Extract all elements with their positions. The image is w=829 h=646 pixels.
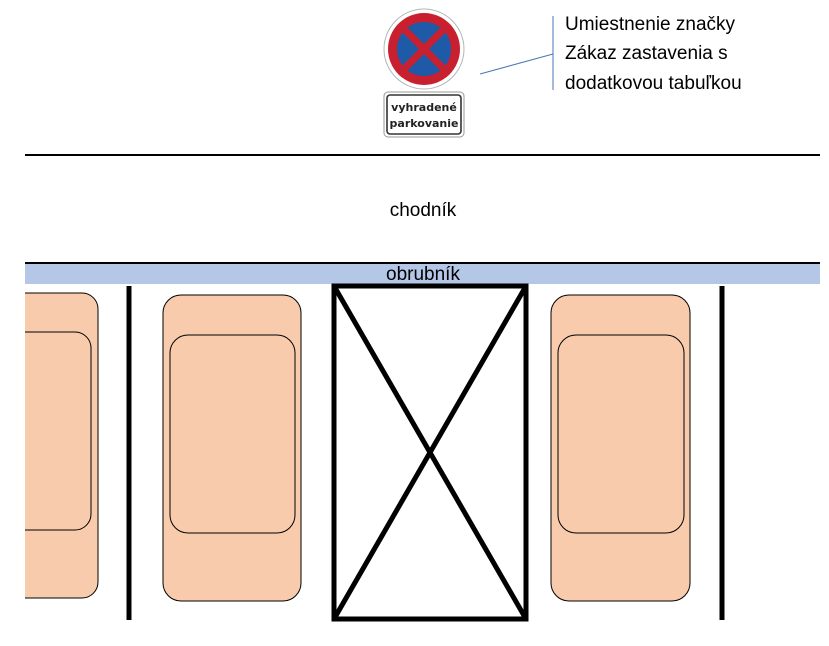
plate-line-2: parkovanie (390, 117, 459, 130)
sign-cross-bar (398, 23, 450, 75)
parked-car (162, 294, 302, 602)
callout-leader-line (479, 53, 554, 75)
no-stopping-sign-icon (383, 8, 465, 90)
sidewalk-label: chodník (390, 200, 457, 221)
x-cross-icon (331, 283, 529, 622)
curb-strip (25, 263, 820, 284)
callout-line-2: Zákaz zastavenia s (565, 43, 728, 64)
supplementary-plate: vyhradené parkovanie (383, 91, 465, 138)
parked-car (550, 294, 691, 602)
reserved-spot-diagonal (331, 284, 529, 621)
car-roof (557, 334, 685, 534)
callout: Umiestnenie značky Zákaz zastavenia s do… (479, 14, 742, 94)
plate-line-1: vyhradené (391, 101, 457, 114)
callout-line-1: Umiestnenie značky (565, 14, 736, 35)
car-roof (25, 331, 92, 531)
car-roof (169, 334, 296, 534)
parked-car (25, 292, 99, 599)
callout-line-3: dodatkovou tabuľkou (565, 73, 742, 94)
curb-label: obrubník (386, 264, 460, 285)
